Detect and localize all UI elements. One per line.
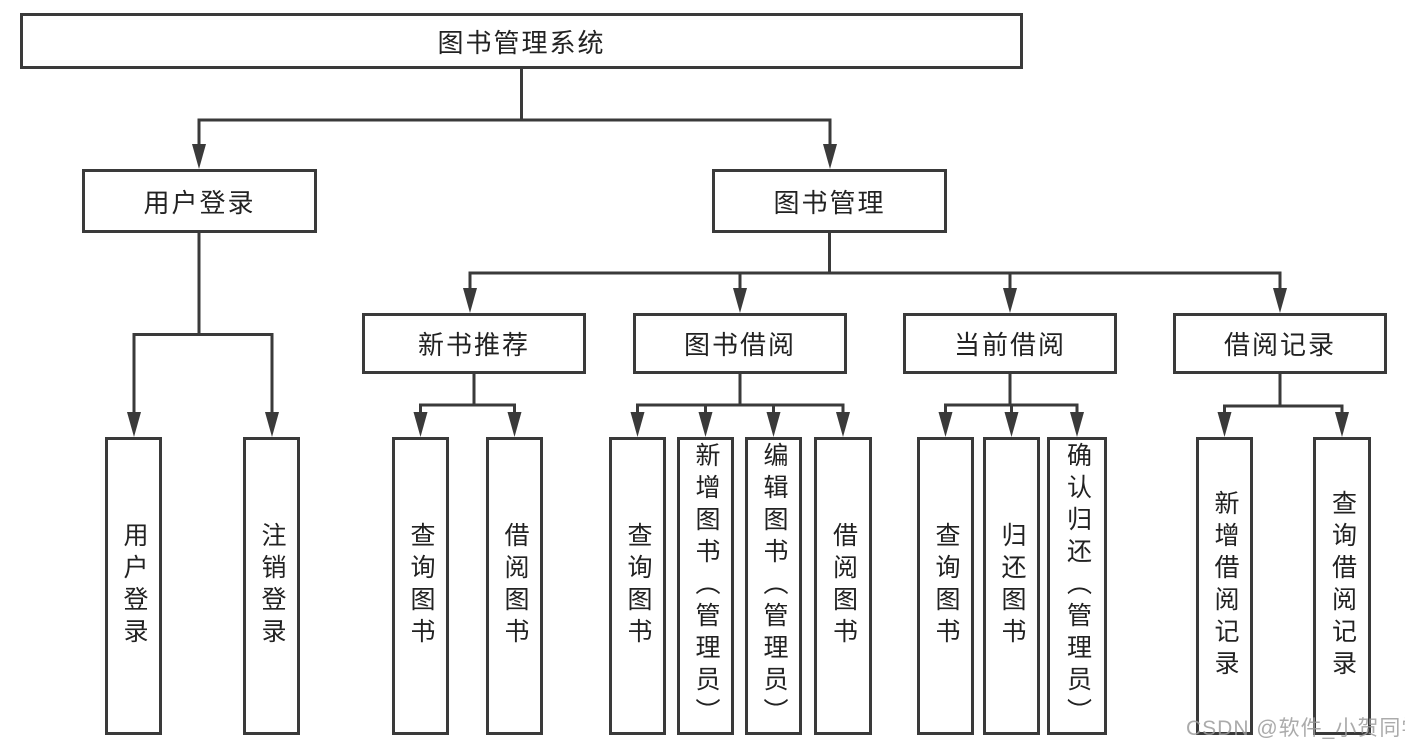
arrowhead xyxy=(192,144,206,169)
connector-new-book-group xyxy=(413,374,522,437)
arrowhead xyxy=(1273,288,1287,313)
node-root: 图书管理系统 xyxy=(20,13,1023,69)
arrowhead xyxy=(698,412,713,437)
arrowhead xyxy=(1335,412,1349,437)
arrowhead xyxy=(1003,288,1017,313)
node-current-borrow-label: 当前借阅 xyxy=(953,330,1066,360)
leaf-borrow-books-2: 借阅图书 xyxy=(814,437,872,735)
arrowhead xyxy=(836,412,850,437)
leaf-label: 用户登录 xyxy=(120,522,148,650)
leaf-label: 新增图书（管理员） xyxy=(692,442,720,730)
leaf-query-books-1: 查询图书 xyxy=(392,437,449,735)
arrowhead xyxy=(413,412,428,437)
arrowhead xyxy=(630,412,645,437)
connector-records-group xyxy=(1217,374,1349,437)
connector-current-borrow-group xyxy=(938,374,1084,437)
connector-root-to-level1 xyxy=(192,69,837,169)
leaf-confirm-return-admin: 确认归还（管理员） xyxy=(1047,437,1107,735)
leaf-add-borrow-record: 新增借阅记录 xyxy=(1196,437,1253,735)
arrowhead xyxy=(733,288,747,313)
leaf-query-books-2: 查询图书 xyxy=(609,437,666,735)
arrowhead xyxy=(127,412,141,437)
connector-book-borrow-group xyxy=(630,374,850,437)
leaf-label: 借阅图书 xyxy=(829,522,858,650)
arrowhead xyxy=(766,412,781,437)
node-new-book-rec-label: 新书推荐 xyxy=(417,330,530,360)
arrowhead xyxy=(1004,412,1019,437)
leaf-query-books-3: 查询图书 xyxy=(917,437,974,735)
arrowhead xyxy=(823,144,837,169)
arrowhead xyxy=(1217,412,1232,437)
leaf-label: 查询图书 xyxy=(624,522,652,650)
node-root-label: 图书管理系统 xyxy=(437,27,606,58)
watermark: CSDN @软件_小贺同学 xyxy=(1186,717,1405,740)
arrowhead xyxy=(265,412,279,437)
leaf-edit-books-admin: 编辑图书（管理员） xyxy=(745,437,802,735)
leaf-logout: 注销登录 xyxy=(243,437,300,735)
arrowhead xyxy=(463,288,477,313)
leaf-user-login: 用户登录 xyxy=(105,437,162,735)
leaf-borrow-books-1: 借阅图书 xyxy=(486,437,543,735)
node-book-mgmt-label: 图书管理 xyxy=(773,187,886,218)
arrowhead xyxy=(507,412,522,437)
leaf-label: 查询图书 xyxy=(932,522,960,650)
node-current-borrow: 当前借阅 xyxy=(903,313,1117,374)
leaf-label: 借阅图书 xyxy=(501,522,529,650)
leaf-label: 注销登录 xyxy=(258,522,286,650)
node-book-mgmt: 图书管理 xyxy=(712,169,947,233)
node-book-borrow: 图书借阅 xyxy=(633,313,847,374)
leaf-label: 归还图书 xyxy=(998,522,1026,650)
node-borrow-records-label: 借阅记录 xyxy=(1223,330,1336,360)
node-borrow-records: 借阅记录 xyxy=(1173,313,1387,374)
leaf-label: 确认归还（管理员） xyxy=(1063,442,1092,730)
leaf-label: 编辑图书（管理员） xyxy=(760,442,788,730)
leaf-label: 查询图书 xyxy=(407,522,435,650)
leaf-add-books-admin: 新增图书（管理员） xyxy=(677,437,734,735)
leaf-return-books: 归还图书 xyxy=(983,437,1040,735)
node-user-login: 用户登录 xyxy=(82,169,317,233)
node-user-login-label: 用户登录 xyxy=(143,187,256,218)
connector-user-login-group xyxy=(127,233,279,437)
leaf-label: 新增借阅记录 xyxy=(1211,490,1239,682)
arrowhead xyxy=(938,412,953,437)
node-new-book-rec: 新书推荐 xyxy=(362,313,586,374)
connector-book-mgmt-to-level2 xyxy=(463,233,1287,313)
arrowhead xyxy=(1070,412,1084,437)
leaf-query-borrow-record: 查询借阅记录 xyxy=(1313,437,1371,735)
node-book-borrow-label: 图书借阅 xyxy=(683,330,796,360)
leaf-label: 查询借阅记录 xyxy=(1328,490,1357,682)
